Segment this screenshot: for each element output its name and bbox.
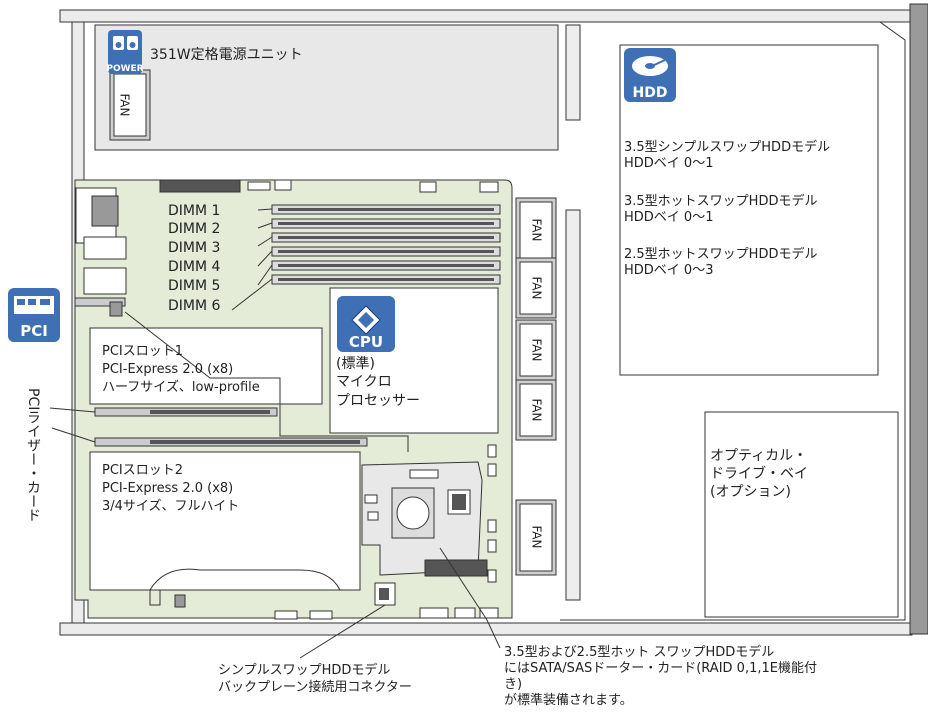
dimm-label-6: DIMM 6 bbox=[168, 298, 221, 314]
dimm-label-3: DIMM 3 bbox=[168, 240, 221, 256]
hard-disk-icon bbox=[632, 56, 668, 76]
cpu-badge: CPU bbox=[337, 296, 395, 352]
riser-card-label: PCIライザー・カード bbox=[25, 388, 41, 523]
power-unit-label: 351W定格電源ユニット bbox=[150, 47, 303, 63]
dimm-label-1: DIMM 1 bbox=[168, 203, 221, 219]
cpu-label-1: (標準) bbox=[336, 356, 375, 372]
optical-line-1: オプティカル・ bbox=[710, 448, 808, 464]
cpu-label-2: マイクロ bbox=[336, 374, 392, 390]
pci-slot1-line-1: PCIスロット1 bbox=[102, 344, 184, 359]
fan-label-4: FAN bbox=[530, 399, 544, 422]
hdd-bay-line-2: HDDベイ 0～1 bbox=[624, 156, 714, 171]
dimm-label-4: DIMM 4 bbox=[168, 259, 221, 275]
pci-slot1-line-2: PCI-Express 2.0 (x8) bbox=[102, 362, 234, 377]
pci-slot1-card bbox=[89, 327, 323, 405]
pci-badge-text: PCI bbox=[20, 322, 48, 340]
dimm-label-5: DIMM 5 bbox=[168, 278, 221, 294]
dimm-slots bbox=[271, 204, 501, 285]
hdd-bay-line-3: 3.5型ホットスワップHDDモデル bbox=[624, 194, 818, 209]
pci-slot2-line-2: PCI-Express 2.0 (x8) bbox=[102, 481, 234, 496]
hdd-badge-text: HDD bbox=[633, 85, 668, 101]
optical-line-2: ドライブ・ベイ bbox=[710, 466, 808, 482]
pci-card-icon bbox=[14, 296, 54, 314]
psu-fan-label: FAN bbox=[118, 94, 132, 117]
pci-badge: PCI bbox=[8, 288, 60, 342]
hdd-bay-line-6: HDDベイ 0～3 bbox=[624, 263, 714, 278]
sas-card-line-3: き) bbox=[504, 677, 523, 692]
chassis-top-wall bbox=[59, 9, 913, 23]
fan-label-1: FAN bbox=[530, 219, 544, 242]
cpu-badge-text: CPU bbox=[349, 333, 383, 351]
hdd-bay-line-4: HDDベイ 0～1 bbox=[624, 210, 714, 225]
backplane-line-2: バックプレーン接続用コネクター bbox=[218, 680, 412, 695]
pci-slot2-card bbox=[89, 451, 361, 591]
hdd-bay-line-5: 2.5型ホットスワップHDDモデル bbox=[624, 247, 818, 262]
sas-card-line-1: 3.5型および2.5型ホット スワップHDDモデル bbox=[504, 645, 775, 660]
hdd-badge: HDD bbox=[624, 48, 676, 102]
power-badge-text: POWER bbox=[106, 64, 143, 74]
power-plug-icon bbox=[113, 36, 138, 50]
power-supply-unit bbox=[94, 24, 559, 151]
backplane-line-1: シンプルスワップHDDモデル bbox=[218, 663, 391, 678]
pci-slot1-line-3: ハーフサイズ、low-profile bbox=[102, 380, 260, 395]
power-badge: POWER bbox=[106, 30, 144, 74]
cpu-label-3: プロセッサー bbox=[336, 393, 420, 409]
fan-label-3: FAN bbox=[530, 339, 544, 362]
system-fans bbox=[515, 197, 557, 576]
sas-card-line-2: にはSATA/SASドーター・カード(RAID 0,1,1E機能付 bbox=[504, 661, 817, 676]
pci-slot2-line-1: PCIスロット2 bbox=[102, 463, 184, 478]
optical-drive-bay bbox=[704, 411, 899, 618]
front-bezel bbox=[909, 3, 928, 635]
sas-card-line-4: が標準装備されます。 bbox=[504, 693, 633, 708]
cpu-chip-icon bbox=[351, 305, 381, 335]
hdd-bay-line-1: 3.5型シンプルスワップHDDモデル bbox=[624, 140, 831, 155]
chassis-bottom-wall bbox=[59, 622, 913, 636]
dimm-label-2: DIMM 2 bbox=[168, 221, 221, 237]
optical-line-3: (オプション) bbox=[710, 484, 791, 500]
fan-label-2: FAN bbox=[530, 277, 544, 300]
pci-slot2-line-3: 3/4サイズ、フルハイト bbox=[102, 499, 240, 514]
fan-label-5: FAN bbox=[530, 526, 544, 549]
